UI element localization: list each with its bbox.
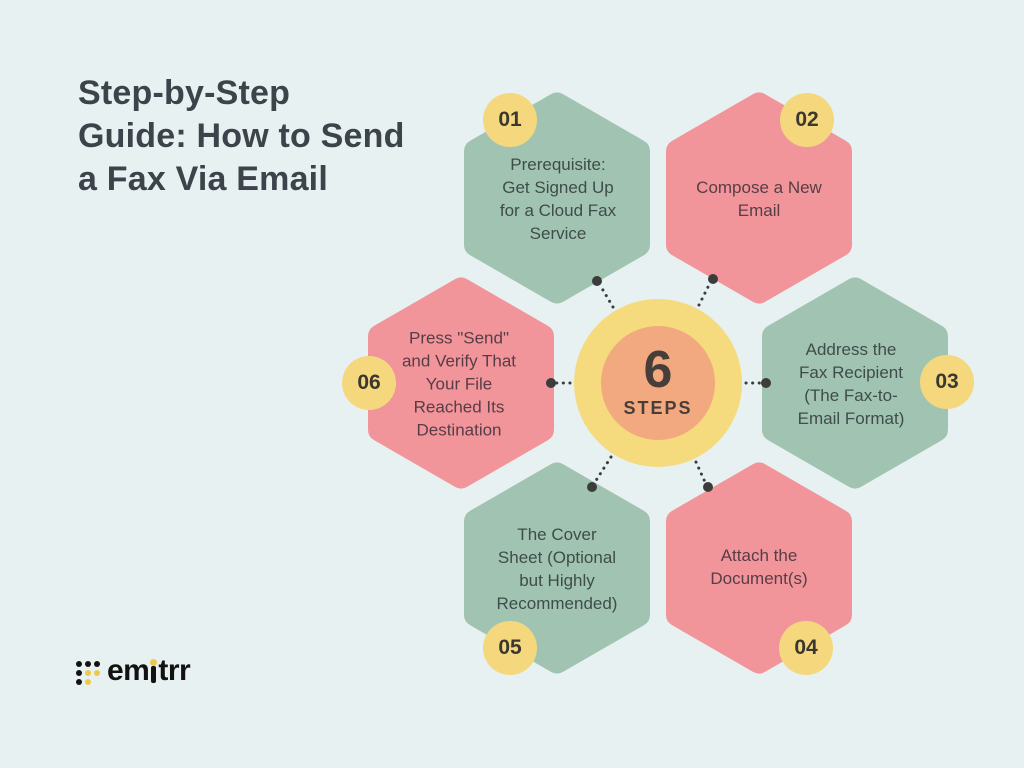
logo-text-part1: em bbox=[107, 654, 150, 687]
steps-count: 6 bbox=[643, 341, 673, 399]
page-title: Step-by-Step Guide: How to Send a Fax Vi… bbox=[78, 74, 405, 198]
connector-dot-step-01 bbox=[592, 276, 602, 286]
step-badge-06: 06 bbox=[342, 356, 396, 410]
connector-dot-step-05 bbox=[587, 482, 597, 492]
hexagon-step-04 bbox=[666, 462, 852, 674]
connector-step-04 bbox=[694, 460, 707, 484]
hexagon-step-06 bbox=[368, 277, 554, 489]
step-label-02: Compose a New Email bbox=[696, 178, 822, 220]
steps-word: STEPS bbox=[623, 398, 693, 418]
logo-letter-i bbox=[150, 657, 158, 688]
connector-dot-step-03 bbox=[761, 378, 771, 388]
step-badge-04: 04 bbox=[779, 621, 833, 675]
step-label-04: Attach the Document(s) bbox=[710, 546, 808, 588]
connector-step-05 bbox=[593, 455, 613, 484]
logo-i-dot bbox=[150, 659, 158, 666]
connector-dot-step-06 bbox=[546, 378, 556, 388]
step-label-01: Prerequisite: Get Signed Up for a Cloud … bbox=[499, 155, 617, 243]
step-label-06: Press "Send" and Verify That Your File R… bbox=[401, 328, 517, 440]
connector-step-02 bbox=[697, 281, 712, 307]
step-badge-01: 01 bbox=[483, 93, 537, 147]
step-badge-02: 02 bbox=[780, 93, 834, 147]
center-core bbox=[601, 326, 715, 440]
hexagon-step-01 bbox=[464, 92, 650, 304]
connector-dot-step-04 bbox=[703, 482, 713, 492]
step-label-03: Address the Fax Recipient (The Fax-to- E… bbox=[797, 340, 905, 428]
center-steps-label: 6 STEPS bbox=[623, 344, 692, 419]
emitrr-logo-icon bbox=[76, 661, 100, 685]
step-label-05: The Cover Sheet (Optional but Highly Rec… bbox=[496, 525, 618, 613]
hexagon-step-02 bbox=[666, 92, 852, 304]
hexagon-step-05 bbox=[464, 462, 650, 674]
connector-dot-step-02 bbox=[708, 274, 718, 284]
step-badge-03: 03 bbox=[920, 355, 974, 409]
connector-step-01 bbox=[598, 283, 615, 309]
step-badge-05: 05 bbox=[483, 621, 537, 675]
logo-text-part2: trr bbox=[158, 654, 191, 687]
hexagon-step-03 bbox=[762, 277, 948, 489]
